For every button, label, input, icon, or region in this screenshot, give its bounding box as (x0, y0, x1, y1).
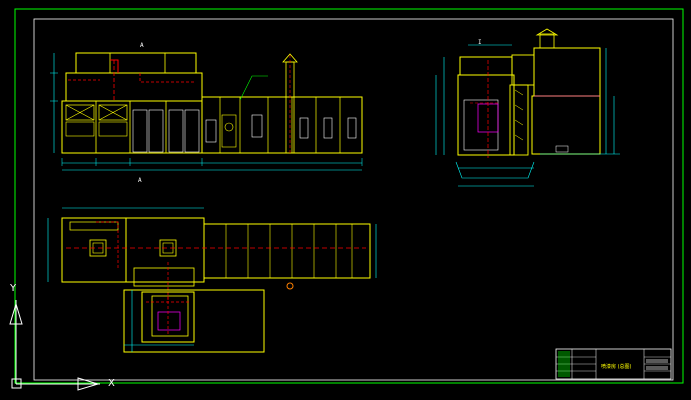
plan-view[interactable] (47, 207, 377, 302)
ucs-y-label: Y (10, 283, 17, 294)
section-detail-view[interactable] (123, 289, 265, 353)
section-label: A (138, 177, 142, 184)
inner-frame (33, 18, 674, 381)
ucs-x-label: X (108, 378, 115, 389)
side-elevation-view[interactable] (435, 28, 620, 187)
front-view-label: A (140, 42, 144, 49)
title-block-text: 喷漆房 (总图) (601, 364, 632, 370)
front-elevation-view[interactable] (50, 52, 363, 171)
side-view-label: I (478, 39, 482, 46)
outer-frame (14, 8, 684, 384)
title-block[interactable] (555, 348, 672, 380)
ucs-axis-icon (9, 300, 100, 391)
